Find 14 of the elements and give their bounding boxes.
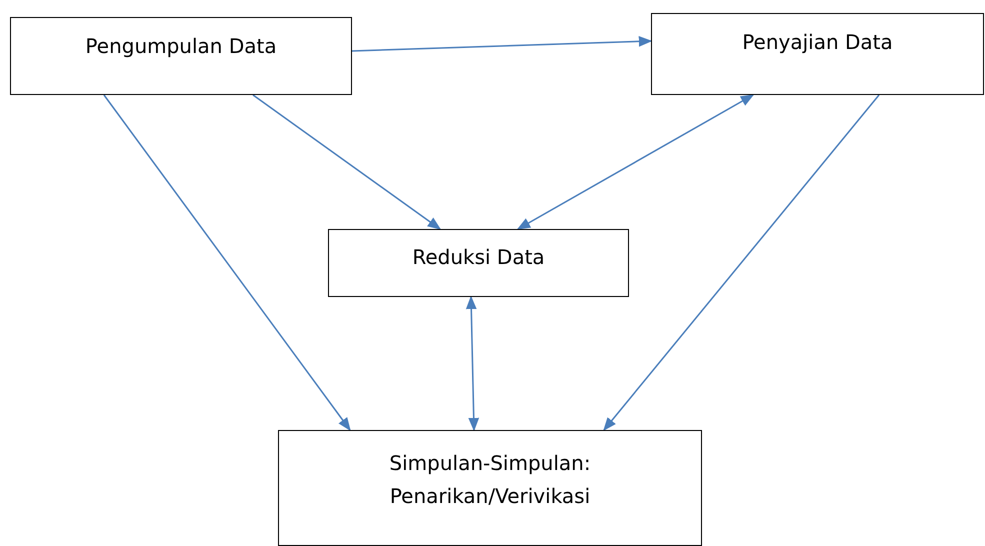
arrow xyxy=(352,36,652,52)
process-box xyxy=(10,17,352,95)
box-label: Pengumpulan Data xyxy=(85,33,277,60)
arrow xyxy=(516,94,754,230)
box-label: Reduksi Data xyxy=(412,244,545,271)
arrow xyxy=(603,94,880,432)
process-box xyxy=(328,229,629,297)
arrow xyxy=(252,94,442,230)
process-box xyxy=(278,430,702,546)
arrow xyxy=(103,94,351,432)
box-label: Simpulan-Simpulan: Penarikan/Verivikasi xyxy=(388,450,592,510)
box-label: Penyajian Data xyxy=(742,29,893,56)
process-box xyxy=(651,13,984,95)
arrow xyxy=(466,296,480,432)
